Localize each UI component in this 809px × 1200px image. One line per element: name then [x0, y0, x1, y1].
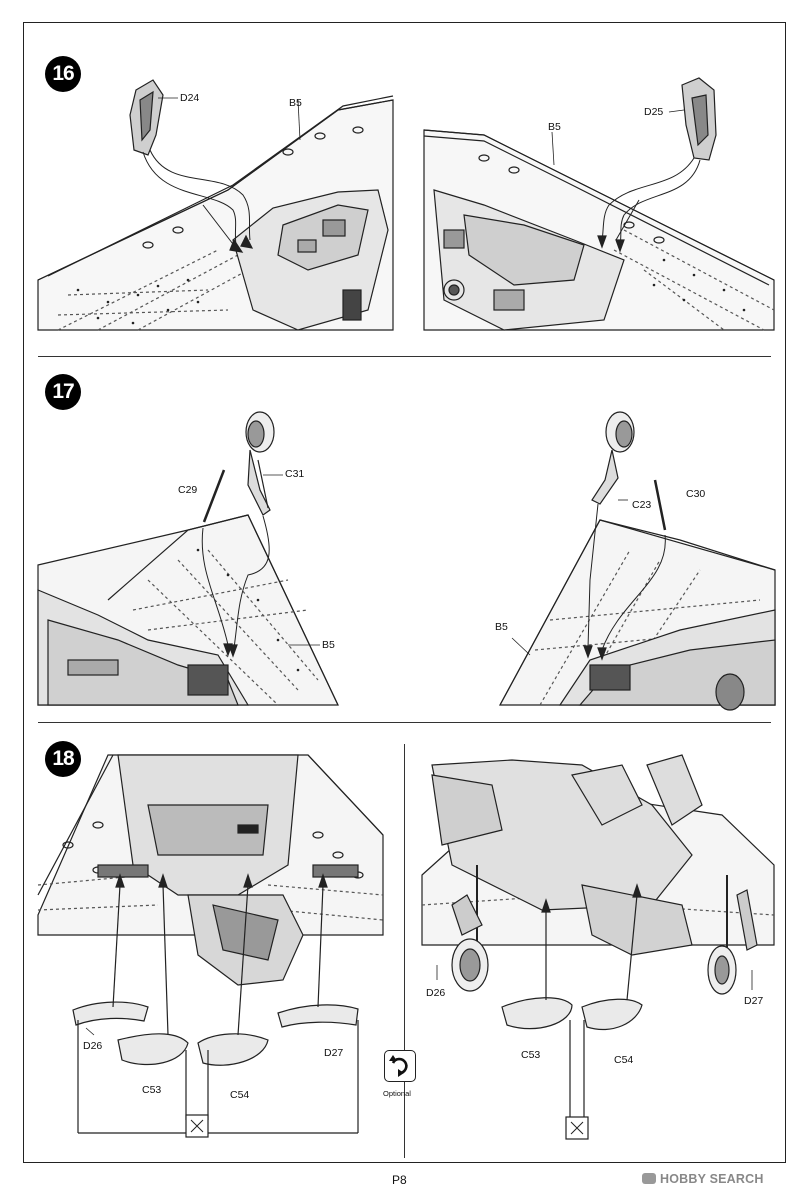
label-d24: D24	[180, 92, 200, 104]
label-d26-right: D26	[426, 987, 446, 999]
divider-16-17	[38, 356, 771, 357]
watermark-logo-icon	[642, 1173, 656, 1184]
label-b5-17-right: B5	[495, 621, 508, 633]
label-b5-16-left: B5	[289, 97, 302, 109]
step-16-right-drawing	[423, 77, 775, 331]
optional-label: Optional	[383, 1089, 411, 1098]
step-18-badge: 18	[45, 741, 81, 777]
step-18-right-drawing	[421, 754, 775, 1140]
page-number: P8	[392, 1173, 407, 1187]
optional-rotate-icon	[384, 1050, 416, 1082]
label-d25: D25	[644, 106, 664, 118]
label-c29: C29	[178, 484, 198, 496]
step-17-badge: 17	[45, 374, 81, 410]
page-frame	[23, 22, 786, 1163]
label-c54-right: C54	[614, 1054, 634, 1066]
watermark: HOBBY SEARCH	[642, 1172, 764, 1186]
label-c30: C30	[686, 488, 706, 500]
label-c53-left: C53	[142, 1084, 162, 1096]
label-d26-left: D26	[83, 1040, 103, 1052]
label-c23: C23	[632, 499, 652, 511]
step-16-badge: 16	[45, 56, 81, 92]
divider-17-18	[38, 722, 771, 723]
label-b5-16-right: B5	[548, 121, 561, 133]
label-d27-left: D27	[324, 1047, 344, 1059]
step-17-left-drawing	[37, 411, 339, 706]
label-c53-right: C53	[521, 1049, 541, 1061]
label-c54-left: C54	[230, 1089, 250, 1101]
label-b5-17-left: B5	[322, 639, 335, 651]
label-c31: C31	[285, 468, 305, 480]
watermark-text: HOBBY SEARCH	[660, 1172, 764, 1186]
divider-18-vertical	[404, 744, 405, 1158]
label-d27-right: D27	[744, 995, 764, 1007]
step-16-left-drawing	[37, 79, 394, 331]
step-17-right-drawing	[498, 411, 776, 711]
step-18-left-drawing	[37, 754, 384, 1138]
